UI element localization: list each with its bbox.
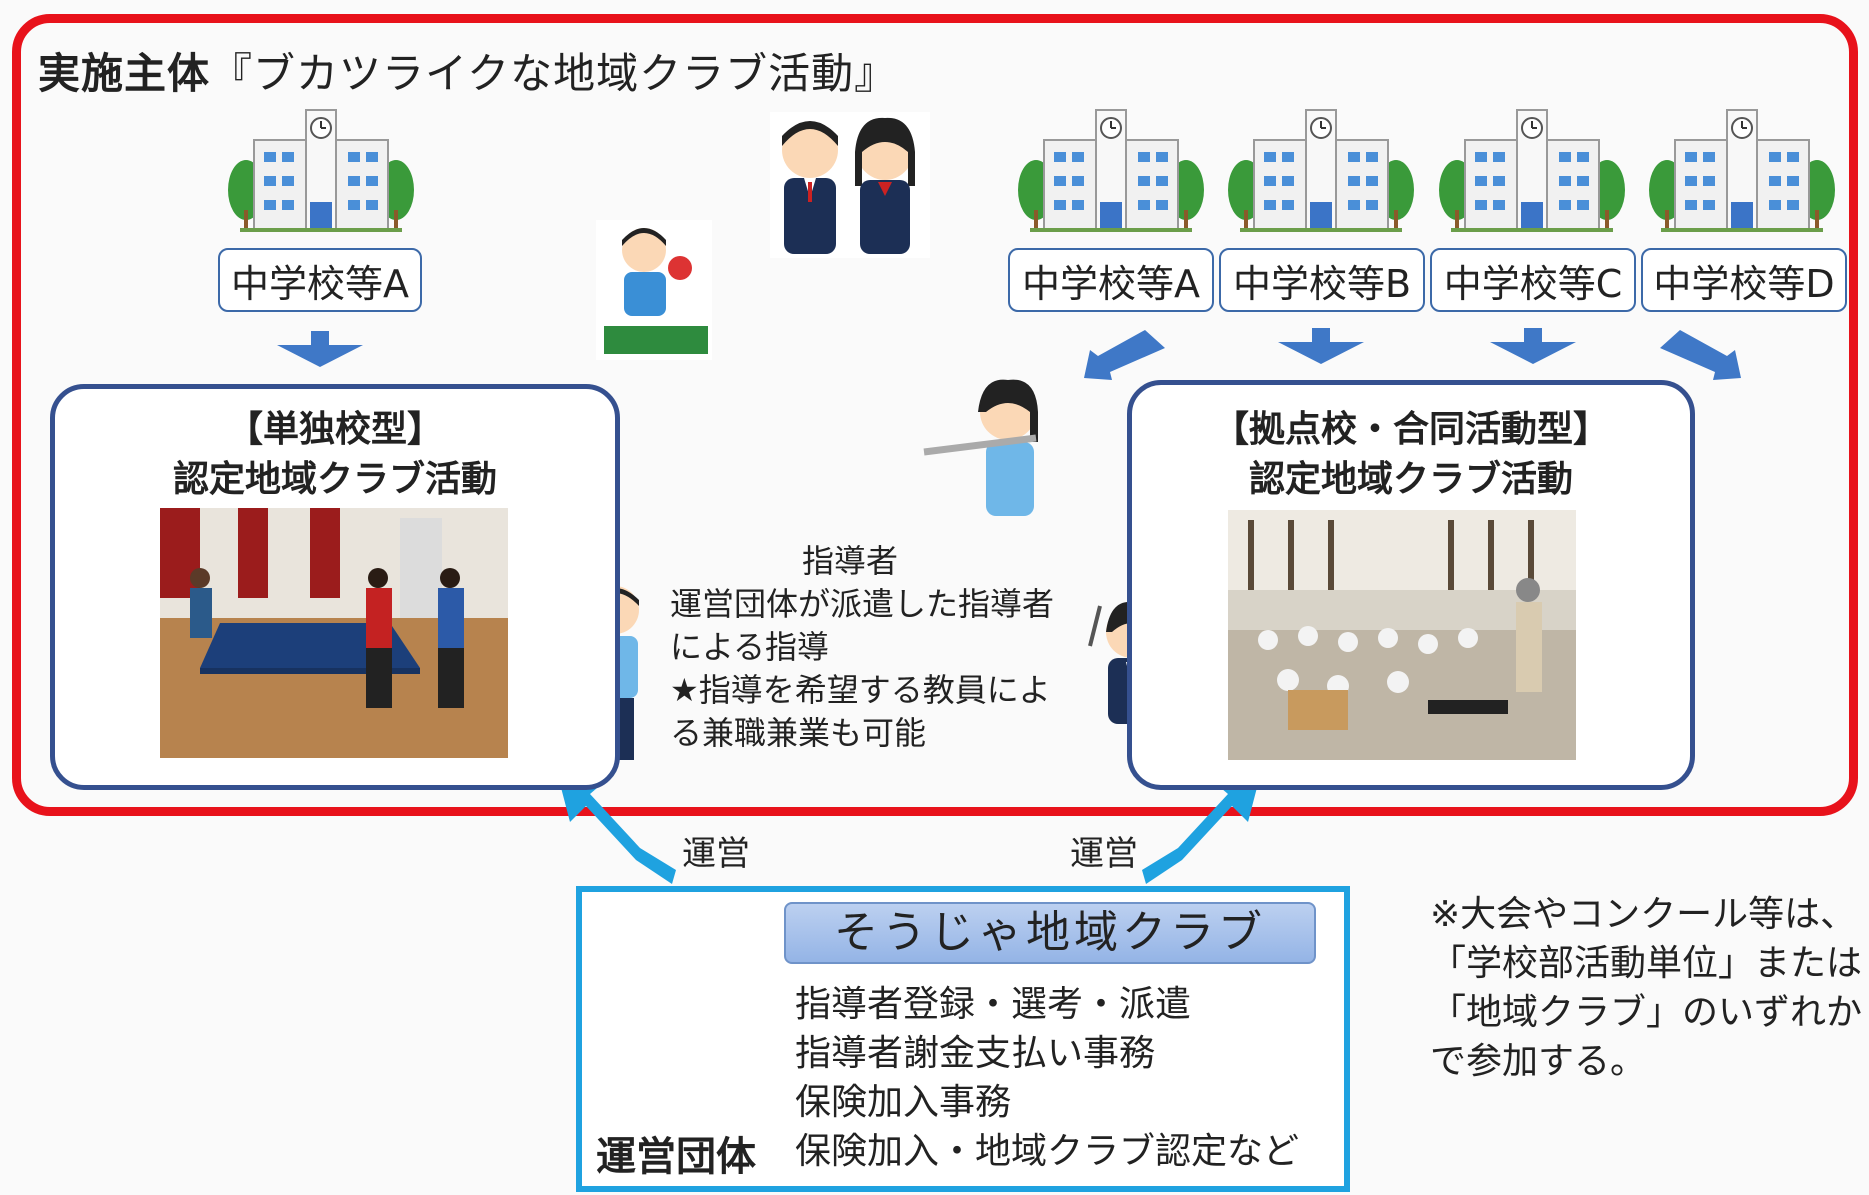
arrow-diagonal-a xyxy=(1084,330,1165,380)
instructor-heading: 指導者 xyxy=(801,542,898,580)
operation-label-left: 運営 xyxy=(682,834,750,874)
duty-item: 指導者登録・選考・派遣 xyxy=(795,984,1192,1025)
school-label-c: 中学校等C xyxy=(1430,248,1636,312)
joint-type-subtitle: 認定地域クラブ活動 xyxy=(1248,459,1573,500)
school-label-d: 中学校等D xyxy=(1641,248,1847,312)
table-tennis-photo xyxy=(160,508,508,758)
instructor-line: 運営団体が派遣した指導者 xyxy=(670,585,1055,623)
duty-item: 指導者謝金支払い事務 xyxy=(795,1033,1156,1074)
note-line: 「地域クラブ」のいずれか xyxy=(1430,992,1863,1033)
single-type-subtitle: 認定地域クラブ活動 xyxy=(172,459,497,500)
arrow-down-b xyxy=(1278,328,1364,364)
duty-item: 保険加入事務 xyxy=(795,1082,1012,1123)
implementer-label: 実施主体 xyxy=(38,49,211,98)
note-line: ※大会やコンクール等は、 xyxy=(1430,894,1857,935)
implementer-title: 実施主体『ブカツライクな地域クラブ活動』 xyxy=(38,40,897,101)
instructor-description: 指導者 運営団体が派遣した指導者 による指導 ★指導を希望する教員によ る兼職兼… xyxy=(670,540,1054,755)
duty-item: 保険加入・地域クラブ認定など xyxy=(795,1131,1300,1172)
regional-club-name: そうじゃ地域クラブ xyxy=(784,902,1316,964)
arrow-diagonal-d xyxy=(1660,330,1741,380)
school-building-icon-c xyxy=(1438,109,1626,233)
students-icon xyxy=(770,112,930,258)
instructor-line: ★指導を希望する教員によ xyxy=(670,671,1051,709)
school-label-a: 中学校等A xyxy=(1008,248,1214,312)
school-building-icon-b xyxy=(1227,109,1415,233)
brass-band-photo xyxy=(1228,510,1576,760)
flute-player-icon xyxy=(923,379,1038,516)
instructor-line: による指導 xyxy=(670,628,830,666)
operation-arrow-right xyxy=(1142,776,1260,884)
joint-type-title: 【拠点校・合同活動型】 xyxy=(1212,409,1609,450)
school-building-icon-a xyxy=(1017,109,1205,233)
operation-label-right: 運営 xyxy=(1070,834,1138,874)
arrow-down-c xyxy=(1490,328,1576,364)
duties-list: 指導者登録・選考・派遣 指導者謝金支払い事務 保険加入事務 保険加入・地域クラブ… xyxy=(795,980,1299,1176)
single-type-title: 【単独校型】 xyxy=(226,409,443,450)
school-label-b: 中学校等B xyxy=(1219,248,1425,312)
school-building-icon-d xyxy=(1648,109,1836,233)
operating-organization-label: 運営団体 xyxy=(596,1134,756,1180)
implementer-name: 『ブカツライクな地域クラブ活動』 xyxy=(210,49,898,98)
implementer-frame xyxy=(12,14,1858,816)
participation-note: ※大会やコンクール等は、 「学校部活動単位」または 「地域クラブ」のいずれか で… xyxy=(1430,890,1862,1086)
instructor-line: る兼職兼業も可能 xyxy=(670,714,927,752)
school-label-left: 中学校等A xyxy=(218,248,422,312)
school-building-icon-left xyxy=(227,109,415,233)
operation-arrow-left xyxy=(558,776,676,884)
note-line: で参加する。 xyxy=(1430,1041,1647,1082)
note-line: 「学校部活動単位」または xyxy=(1430,943,1863,984)
arrow-down-left xyxy=(277,331,363,367)
table-tennis-player-icon xyxy=(596,220,712,360)
